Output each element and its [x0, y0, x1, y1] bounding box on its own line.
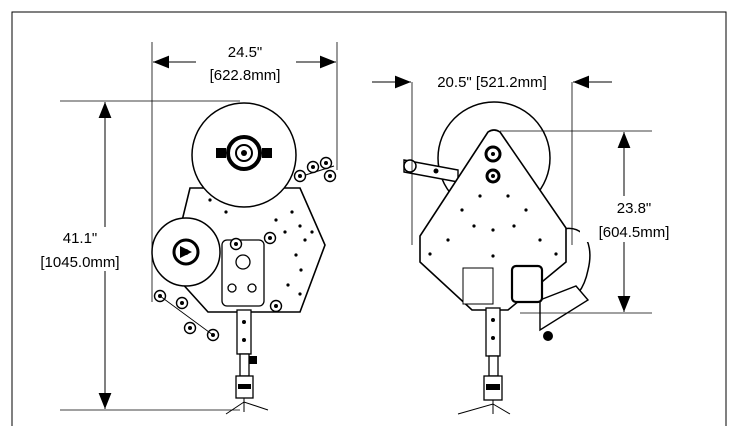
left-width-mm: [622.8mm] [210, 67, 281, 84]
left-height-in: 41.1" [63, 230, 98, 247]
right-width-dimension: 20.5" [521.2mm] [372, 70, 612, 245]
left-height-mm: [1045.0mm] [40, 254, 119, 271]
left-height-dimension: 41.1" [1045.0mm] [22, 100, 240, 411]
right-height-dimension: 23.8" [604.5mm] [500, 130, 688, 314]
left-view-applicator [151, 102, 337, 415]
right-view-applicator [403, 101, 591, 415]
right-height-in: 23.8" [617, 200, 652, 217]
drawing-frame [11, 11, 727, 426]
right-width-text: 20.5" [521.2mm] [437, 74, 547, 91]
left-width-in: 24.5" [228, 44, 263, 61]
left-width-dimension: 24.5" [622.8mm] [151, 42, 338, 302]
right-height-mm: [604.5mm] [599, 224, 670, 241]
